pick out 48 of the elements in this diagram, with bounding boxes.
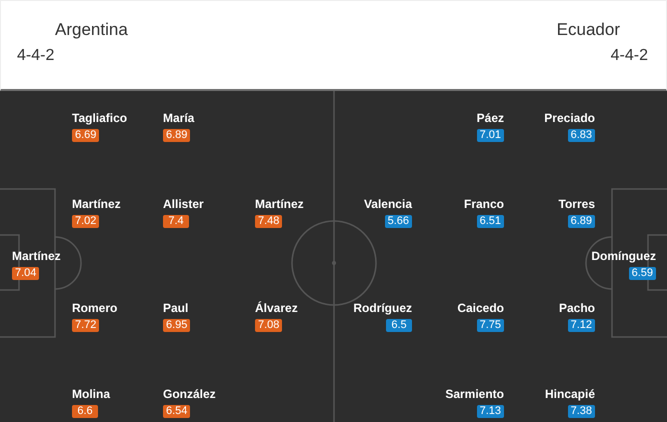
- player-name: Franco: [464, 197, 504, 211]
- player-rating: 6.89: [163, 129, 190, 142]
- player-rating: 7.04: [12, 267, 40, 280]
- player-name: Torres: [558, 197, 595, 211]
- player-name: Hincapié: [544, 387, 595, 401]
- player-name: Pacho: [558, 301, 595, 315]
- player-name: Romero: [72, 301, 118, 315]
- player-rating: 5.66: [384, 215, 412, 228]
- player-rating: 6.83: [568, 129, 595, 142]
- team-name: Ecuador: [556, 20, 620, 40]
- player-rating: 6.5: [386, 319, 412, 332]
- player-name: María: [163, 111, 194, 125]
- player-rating: 6.54: [163, 405, 190, 418]
- player-name: Rodríguez: [353, 301, 412, 315]
- player-name: Paul: [163, 301, 188, 315]
- player-name: Preciado: [544, 111, 595, 125]
- formation: 4-4-2: [17, 46, 54, 66]
- player-name: Caicedo: [457, 301, 504, 315]
- player-rating: 7.48: [255, 215, 282, 228]
- player-rating: 6.89: [568, 215, 595, 228]
- player-rating: 7.75: [476, 319, 504, 332]
- player-name: González: [163, 387, 216, 401]
- player-rating: 7.72: [72, 319, 100, 332]
- player-rating: 7.38: [568, 405, 595, 418]
- player-rating: 6.59: [628, 267, 656, 280]
- player-name: Álvarez: [255, 301, 298, 315]
- player-name: Domínguez: [591, 249, 656, 263]
- player-name: Páez: [476, 111, 504, 125]
- player-name: Sarmiento: [445, 387, 504, 401]
- player-name: Allister: [163, 197, 204, 211]
- player-name: Martínez: [255, 197, 304, 211]
- player-rating: 7.4: [163, 215, 189, 228]
- player-name: Valencia: [364, 197, 412, 211]
- formation: 4-4-2: [610, 46, 648, 66]
- team-name: Argentina: [55, 20, 128, 40]
- player-rating: 7.01: [476, 129, 504, 142]
- player-rating: 6.69: [72, 129, 100, 142]
- player-rating: 6.95: [163, 319, 190, 332]
- player-rating: 7.13: [476, 405, 504, 418]
- player-name: Tagliafico: [72, 111, 128, 125]
- player-rating: 7.12: [568, 319, 595, 332]
- player-rating: 7.08: [255, 319, 282, 332]
- player-name: Martínez: [12, 249, 61, 263]
- player-rating: 7.02: [72, 215, 100, 228]
- player-rating: 6.51: [476, 215, 504, 228]
- player-name: Martínez: [72, 197, 121, 211]
- player-name: Molina: [72, 387, 110, 401]
- player-rating: 6.6: [72, 405, 98, 418]
